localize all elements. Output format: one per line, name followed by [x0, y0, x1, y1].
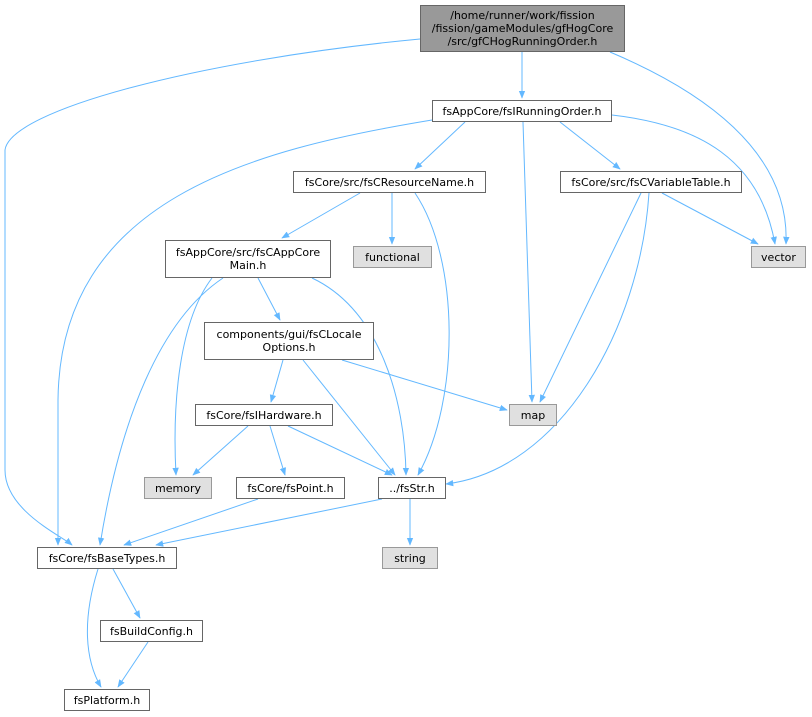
node-running-order[interactable]: fsAppCore/fsIRunningOrder.h [432, 100, 612, 122]
node-locale-options[interactable]: components/gui/fsCLocale Options.h [204, 322, 374, 360]
node-app-core-main[interactable]: fsAppCore/src/fsCAppCore Main.h [165, 240, 331, 278]
edge-hardware-memory [192, 425, 249, 476]
edge-locale-map [341, 359, 508, 411]
node-resource-name[interactable]: fsCore/src/fsCResourceName.h [293, 171, 486, 193]
node-point[interactable]: fsCore/fsPoint.h [236, 477, 345, 499]
edge-app-core-main-memory [172, 277, 213, 476]
node-vector: vector [751, 246, 806, 268]
edge-running-order-vector [611, 114, 777, 245]
edge-hardware-str [287, 425, 393, 476]
edge-running-order-base-types [54, 119, 433, 546]
edge-variable-map [539, 192, 642, 403]
edge-point-base-types [123, 498, 259, 546]
edge-str-base-types [155, 498, 383, 547]
edge-hardware-point [269, 425, 286, 476]
edge-app-core-main-locale [257, 277, 281, 321]
node-map: map [509, 404, 557, 426]
edge-running-order-resource [414, 121, 466, 170]
edge-variable-vector [661, 192, 759, 245]
edge-app-core-main-base-types [97, 277, 224, 546]
node-variable-table[interactable]: fsCore/src/fsCVariableTable.h [560, 171, 742, 193]
edge-build-config-platform [117, 641, 149, 688]
edge-resource-str [414, 192, 450, 476]
node-hardware[interactable]: fsCore/fsIHardware.h [195, 404, 333, 426]
edge-app-core-main-str [311, 277, 410, 476]
node-base-types[interactable]: fsCore/fsBaseTypes.h [37, 547, 177, 569]
edge-locale-str [302, 359, 396, 476]
node-str[interactable]: ../fsStr.h [378, 477, 446, 499]
edge-root-base-types [4, 38, 421, 546]
edge-locale-hardware [269, 359, 284, 403]
node-build-config[interactable]: fsBuildConfig.h [100, 620, 203, 642]
node-string: string [382, 547, 438, 569]
node-root-file: /home/runner/work/fission /fission/gameM… [420, 5, 625, 52]
edge-resource-app-core-main [281, 192, 361, 239]
edge-running-order-variable [559, 121, 621, 170]
node-functional: functional [353, 246, 432, 268]
edge-variable-str [445, 192, 650, 487]
edge-root-vector [609, 51, 790, 245]
node-memory: memory [144, 477, 212, 499]
edge-running-order-map [522, 121, 535, 403]
edge-base-types-build-config [112, 568, 141, 619]
edge-base-types-platform [86, 568, 102, 688]
node-platform[interactable]: fsPlatform.h [64, 689, 150, 711]
